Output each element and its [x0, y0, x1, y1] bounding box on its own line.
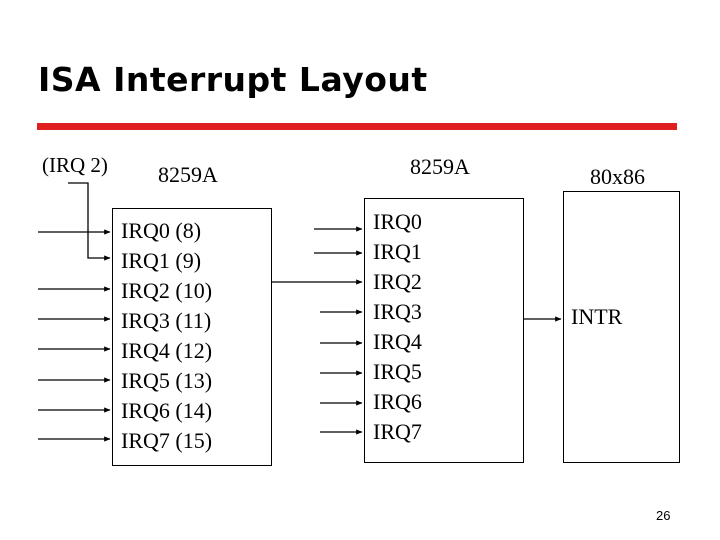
second-pic-input-1: IRQ1 [373, 239, 422, 264]
title-underline [37, 123, 677, 130]
slide-title: ISA Interrupt Layout [38, 60, 428, 99]
first-pic-input-5: IRQ5 (13) [121, 368, 213, 393]
first-pic-input-2: IRQ2 (10) [121, 278, 213, 303]
first-pic-input-1: IRQ1 (9) [121, 248, 202, 273]
second-pic-input-2: IRQ2 [373, 269, 422, 294]
cascade-wire [68, 182, 111, 261]
first-pic-input-3: IRQ3 (11) [121, 308, 212, 333]
cpu-intr-label: INTR [571, 304, 623, 329]
second-pic-title: 8259A [410, 154, 470, 179]
second-pic-inputs: IRQ0 IRQ1 IRQ2 IRQ3 IRQ4 IRQ5 IRQ6 IRQ7 [373, 207, 422, 447]
cpu-box [563, 191, 680, 463]
second-pic-input-5: IRQ5 [373, 359, 422, 384]
page-number: 26 [656, 508, 671, 523]
second-pic-input-3: IRQ3 [373, 299, 422, 324]
cpu-title: 80x86 [590, 164, 645, 189]
second-pic-input-4: IRQ4 [373, 329, 422, 354]
first-pic-input-0: IRQ0 (8) [121, 218, 202, 243]
first-pic-input-6: IRQ6 (14) [121, 398, 213, 423]
first-pic-title: 8259A [158, 162, 218, 187]
first-pic-input-7: IRQ7 (15) [121, 428, 213, 453]
second-pic-input-7: IRQ7 [373, 419, 422, 444]
first-pic-input-4: IRQ4 (12) [121, 338, 213, 363]
second-pic-input-0: IRQ0 [373, 209, 422, 234]
first-pic-inputs: IRQ0 (8) IRQ1 (9) IRQ2 (10) IRQ3 (11) IR… [121, 216, 212, 456]
second-pic-input-6: IRQ6 [373, 389, 422, 414]
first-pic-box [112, 208, 272, 466]
second-pic-box [364, 198, 524, 463]
cascade-label: (IRQ 2) [42, 153, 108, 177]
